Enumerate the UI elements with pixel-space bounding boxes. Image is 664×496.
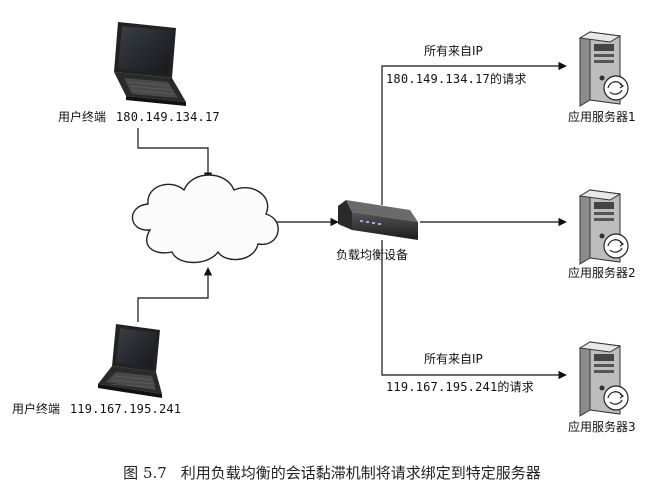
server-3-label: 应用服务器3 xyxy=(568,420,636,434)
client-2-label: 用户终端 119.167.195.241 xyxy=(12,402,181,416)
route-2-prefix: 所有来自IP xyxy=(424,352,483,366)
server-icon xyxy=(578,31,629,107)
client-1-label: 用户终端 180.149.134.17 xyxy=(58,110,220,124)
client-2-name: 用户终端 xyxy=(12,402,61,416)
link-client1-cloud xyxy=(137,128,213,181)
connector-lines xyxy=(137,61,567,380)
load-balancer-label: 负载均衡设备 xyxy=(336,248,409,262)
client-1-ip: 180.149.134.17 xyxy=(115,110,220,124)
client-1-name: 用户终端 xyxy=(58,110,107,124)
route-1-text: 180.149.134.17的请求 xyxy=(386,72,527,86)
laptop-icon xyxy=(98,324,162,398)
internet-cloud-icon xyxy=(131,174,279,264)
link-client2-cloud xyxy=(137,267,213,322)
load-balancer-icon xyxy=(338,200,418,240)
server-icon xyxy=(578,189,629,265)
figure-caption: 图 5.7 利用负载均衡的会话黏滞机制将请求绑定到特定服务器 xyxy=(0,462,664,483)
server-1-label: 应用服务器1 xyxy=(568,110,636,124)
route-2-text: 119.167.195.241的请求 xyxy=(386,380,534,394)
link-lb-server3 xyxy=(381,240,567,380)
server-2-label: 应用服务器2 xyxy=(568,266,636,280)
figure-title: 利用负载均衡的会话黏滞机制将请求绑定到特定服务器 xyxy=(180,464,541,482)
laptop-icon xyxy=(114,22,186,106)
figure-number: 图 5.7 xyxy=(123,464,167,482)
server-icon xyxy=(578,341,629,417)
client-2-ip: 119.167.195.241 xyxy=(69,402,182,416)
link-lb-server1 xyxy=(381,61,567,205)
route-1-prefix: 所有来自IP xyxy=(424,44,483,58)
